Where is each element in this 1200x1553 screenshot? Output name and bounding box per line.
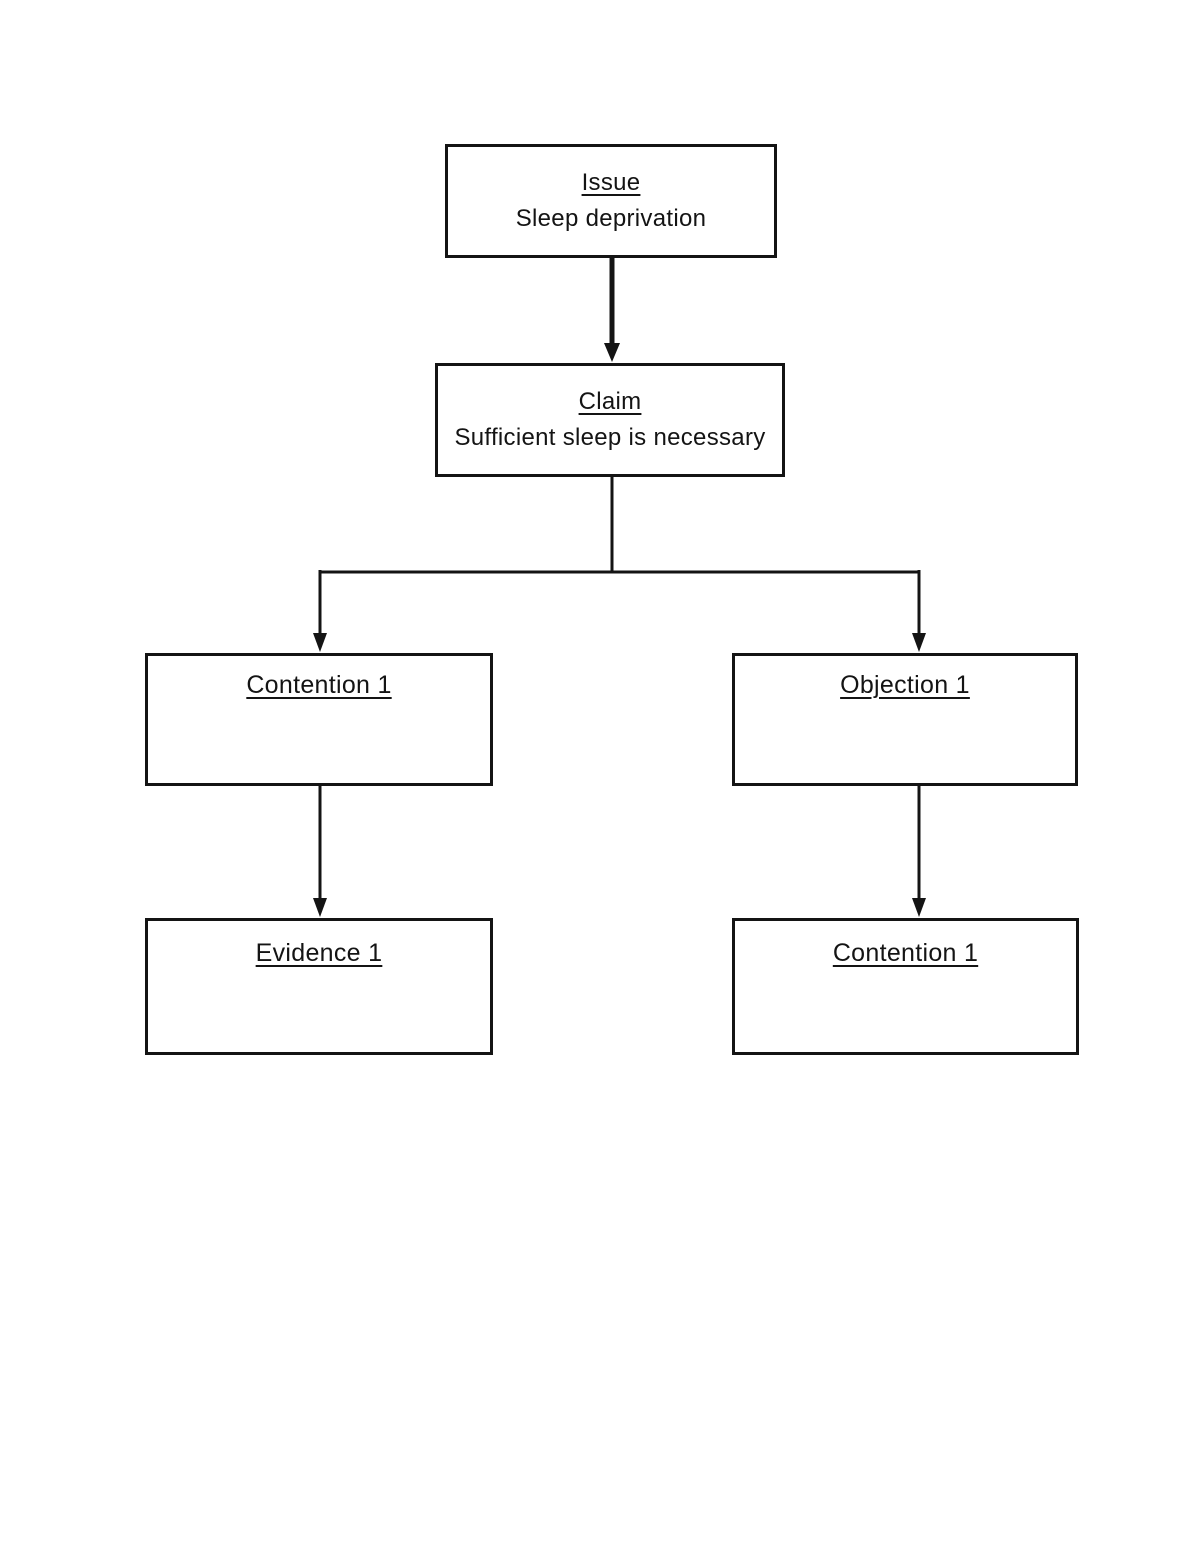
node-issue-title: Issue: [581, 169, 641, 196]
connector-claim-branch: [318, 476, 921, 574]
node-contention-1: Contention 1: [145, 653, 493, 786]
connector-claim-contention1: [313, 570, 327, 652]
node-evidence-1: Evidence 1: [145, 918, 493, 1055]
node-evidence-1-title: Evidence 1: [255, 939, 383, 967]
connector-claim-objection1: [912, 570, 926, 652]
node-contention-1-under-objection-title: Contention 1: [832, 939, 979, 967]
arrowhead-down-icon: [313, 633, 327, 652]
arrowhead-down-icon: [313, 898, 327, 917]
node-claim-subtitle: Sufficient sleep is necessary: [454, 424, 766, 451]
node-contention-1-title: Contention 1: [246, 671, 392, 699]
connector-contention1-evidence1: [313, 785, 327, 917]
node-claim: Claim Sufficient sleep is necessary: [435, 363, 785, 477]
arrowhead-down-icon: [912, 898, 926, 917]
node-issue-subtitle: Sleep deprivation: [515, 205, 707, 232]
connector-issue-claim: [604, 257, 620, 362]
connector-objection1-contention1: [912, 785, 926, 917]
node-objection-1: Objection 1: [732, 653, 1078, 786]
node-contention-1-under-objection: Contention 1: [732, 918, 1079, 1055]
node-claim-title: Claim: [578, 388, 642, 415]
arrowhead-down-icon: [604, 343, 620, 362]
node-objection-1-title: Objection 1: [840, 671, 970, 699]
arrowhead-down-icon: [912, 633, 926, 652]
node-issue: Issue Sleep deprivation: [445, 144, 777, 258]
